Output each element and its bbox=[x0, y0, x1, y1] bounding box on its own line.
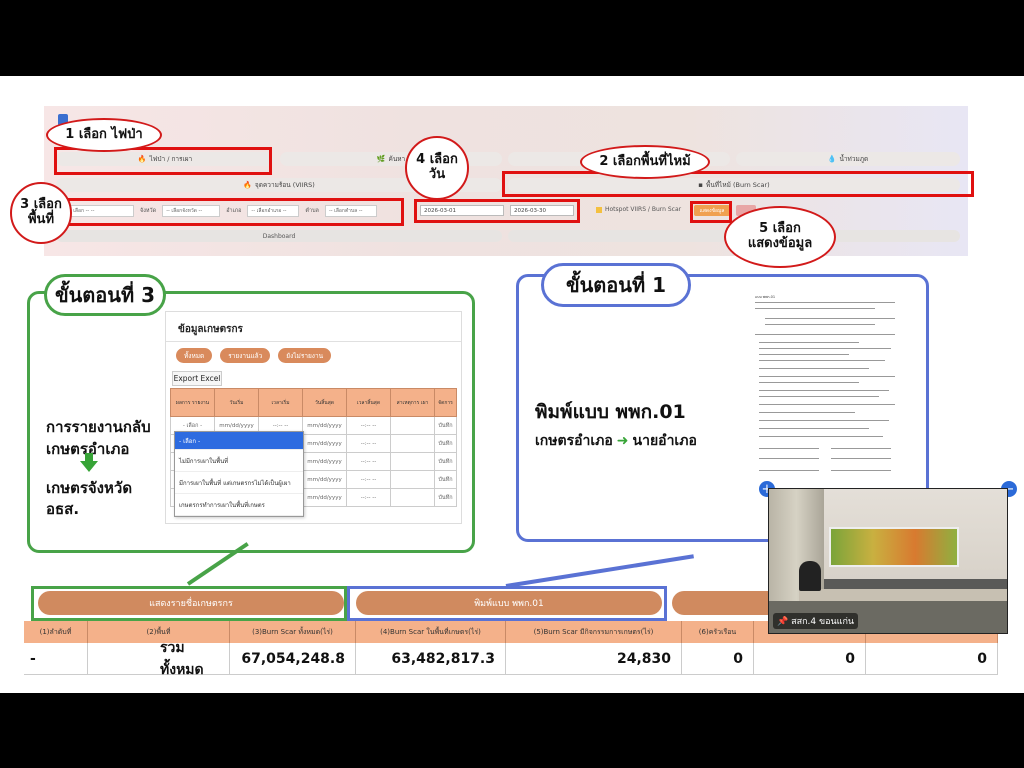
highlight-farmers-button bbox=[31, 586, 347, 621]
square-icon: ▪ bbox=[698, 181, 704, 189]
fire-icon: 🔥 bbox=[243, 181, 252, 189]
connector-line bbox=[505, 554, 694, 588]
table-row: - เลือก - mm/dd/yyyy --:-- -- mm/dd/yyyy… bbox=[170, 416, 457, 435]
checkbox-icon bbox=[596, 206, 602, 213]
dropdown-option[interactable]: มีการเผาในพื้นที่ แต่เกษตรกรไม่ได้เป็นผู… bbox=[175, 472, 303, 494]
participant-name: 📌 สสก.4 ขอนแก่น bbox=[773, 613, 859, 629]
callout-step-5: 5 เลือกแสดงข้อมูล bbox=[724, 206, 836, 268]
step-1-title: ขั้นตอนที่ 1 bbox=[541, 263, 691, 307]
date-from-input[interactable]: 2026-03-01 bbox=[420, 205, 504, 216]
callout-step-2: 2 เลือกพื้นที่ไหม้ bbox=[580, 145, 710, 179]
highlight-area-filters bbox=[64, 198, 404, 226]
summary-total-row: - รวมทั้งหมด 67,054,248.8 63,482,817.3 2… bbox=[24, 640, 998, 678]
district-select[interactable]: -- เลือกอำเภอ -- bbox=[247, 205, 300, 217]
region-select[interactable]: -- เลือก -- -- bbox=[64, 205, 134, 217]
date-to-input[interactable]: 2026-03-30 bbox=[510, 205, 574, 216]
callout-step-4: 4 เลือกวัน bbox=[405, 136, 469, 200]
highlight-dates bbox=[414, 199, 580, 223]
app-logo-icon bbox=[58, 114, 68, 126]
arrow-down-icon bbox=[80, 452, 98, 472]
callout-step-3: 3 เลือกพื้นที่ bbox=[10, 182, 72, 244]
video-participant-tile[interactable]: 📌 สสก.4 ขอนแก่น bbox=[768, 488, 1008, 634]
tab-viirs[interactable]: 🔥จุดความร้อน (VIIRS) bbox=[56, 178, 502, 192]
highlight-print-button bbox=[347, 586, 667, 621]
presentation-slide: 🔥ไฟป่า / การเผา 🌿ค้นหา 💧น้ำท่วมภูด 🔥จุดค… bbox=[0, 76, 1024, 693]
farmer-filter-pills: ทั้งหมด รายงานแล้ว ยังไม่รายงาน bbox=[166, 342, 461, 369]
pill-reported[interactable]: รายงานแล้ว bbox=[220, 348, 271, 363]
participant-figure bbox=[799, 561, 821, 591]
pill-all[interactable]: ทั้งหมด bbox=[176, 348, 213, 363]
leaf-icon: 🌿 bbox=[376, 155, 386, 163]
dropdown-option[interactable]: - เลือก - bbox=[175, 432, 303, 450]
hotspot-checkbox[interactable]: Hotspot VIIRS / Burn Scar bbox=[596, 206, 681, 213]
show-farmers-button[interactable]: แสดงรายชื่อเกษตรกร bbox=[38, 591, 344, 615]
dropdown-option[interactable]: เกษตรกรทำการเผาในพื้นที่เกษตร bbox=[175, 494, 303, 516]
province-select[interactable]: -- เลือกจังหวัด -- bbox=[162, 205, 221, 217]
reset-button[interactable] bbox=[736, 205, 756, 216]
fire-icon: 🔥 bbox=[137, 155, 147, 163]
callout-step-1: 1 เลือก ไฟป่า bbox=[46, 118, 162, 152]
show-data-button[interactable]: แสดงข้อมูล bbox=[694, 205, 730, 216]
form-document-preview: แบบ พพก.01 bbox=[755, 292, 905, 492]
water-icon: 💧 bbox=[827, 155, 837, 163]
tab-burn-scar[interactable]: ▪พื้นที่ไหม้ (Burn Scar) bbox=[508, 178, 960, 192]
print-form-title: พิมพ์แบบ พพก.01 bbox=[535, 401, 686, 423]
pill-pending[interactable]: ยังไม่รายงาน bbox=[278, 348, 332, 363]
subdistrict-select[interactable]: -- เลือกตำบล -- bbox=[324, 205, 377, 217]
summary-table-header: (1)ลำดับที่ (2)พื้นที่ (3)Burn Scar ทั้ง… bbox=[24, 621, 998, 643]
report-flow-text: การรายงานกลับ เกษตรอำเภอ เกษตรจังหวัด อธ… bbox=[46, 418, 151, 519]
export-excel-button[interactable]: Export Excel bbox=[172, 371, 222, 386]
highlight-wildfire bbox=[54, 147, 272, 175]
wall-poster bbox=[829, 527, 959, 567]
print-form-button[interactable]: พิมพ์แบบ พพก.01 bbox=[356, 591, 662, 615]
farmer-data-screenshot: ข้อมูลเกษตรกร ทั้งหมด รายงานแล้ว ยังไม่ร… bbox=[165, 311, 462, 524]
highlight-burn-scar bbox=[502, 171, 974, 197]
report-result-dropdown[interactable]: - เลือก - ไม่มีการเผาในพื้นที่ มีการเผาใ… bbox=[174, 431, 304, 517]
tab-water[interactable]: 💧น้ำท่วมภูด bbox=[736, 152, 960, 166]
dropdown-option[interactable]: ไม่มีการเผาในพื้นที่ bbox=[175, 450, 303, 472]
print-form-flow: เกษตรอำเภอ ➜ นายอำเภอ bbox=[535, 433, 697, 449]
dashboard-button[interactable]: Dashboard bbox=[56, 230, 502, 242]
step-3-panel: การรายงานกลับ เกษตรอำเภอ เกษตรจังหวัด อธ… bbox=[27, 291, 475, 553]
highlight-show-data bbox=[690, 201, 732, 223]
pin-icon: 📌 bbox=[777, 617, 789, 627]
arrow-right-icon: ➜ bbox=[616, 433, 629, 449]
step-3-title: ขั้นตอนที่ 3 bbox=[44, 274, 166, 316]
filter-row: -- เลือก -- -- จังหวัด -- เลือกจังหวัด -… bbox=[64, 203, 377, 219]
tab-wildfire[interactable]: 🔥ไฟป่า / การเผา bbox=[56, 152, 274, 166]
farmer-data-title: ข้อมูลเกษตรกร bbox=[166, 312, 461, 342]
